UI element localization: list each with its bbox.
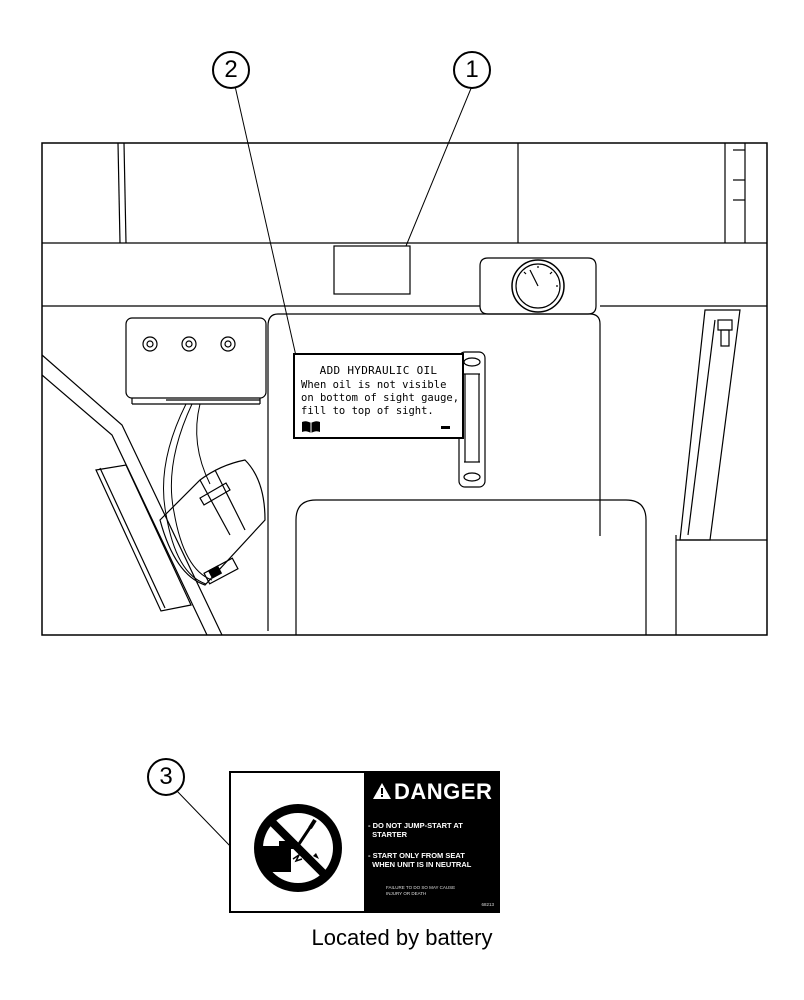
warning-triangle-icon: [373, 783, 391, 799]
pressure-gauge: [479, 257, 597, 315]
decal-part-mark: [441, 426, 450, 429]
starter: [159, 459, 266, 586]
danger-panel: DANGER - DO NOT JUMP-START AT STARTER - …: [364, 773, 498, 911]
danger-item-1: - DO NOT JUMP-START AT STARTER: [368, 821, 463, 839]
switch-box: [125, 317, 267, 405]
callout-1: 1: [453, 51, 491, 89]
no-jump-start-icon: [254, 804, 342, 892]
hydraulic-decal-line-1: When oil is not visible: [301, 379, 447, 391]
decal-location-1: [333, 245, 411, 295]
callout-2: 2: [212, 51, 250, 89]
leader-line-1: [405, 85, 473, 247]
sight-gauge: [458, 351, 486, 488]
right-post: [675, 309, 767, 635]
illustration-frame: [41, 142, 768, 636]
leader-line-3: [175, 789, 233, 849]
danger-decal: DANGER - DO NOT JUMP-START AT STARTER - …: [229, 771, 500, 913]
danger-heading: DANGER: [394, 779, 493, 804]
seat: [295, 499, 647, 635]
danger-part-code: 68213: [481, 902, 494, 907]
hydraulic-decal-line-2: on bottom of sight gauge,: [301, 392, 460, 404]
hydraulic-decal-title: ADD HYDRAULIC OIL: [319, 364, 438, 377]
add-hydraulic-oil-decal: ADD HYDRAULIC OIL When oil is not visibl…: [293, 353, 464, 439]
danger-item-2: - START ONLY FROM SEAT WHEN UNIT IS IN N…: [368, 851, 472, 869]
callout-3: 3: [147, 758, 185, 796]
operator-manual-book-icon: [302, 421, 320, 433]
leader-line-2: [234, 85, 297, 357]
danger-fine-print: FAILURE TO DO SO MAY CAUSE INJURY OR DEA…: [386, 885, 456, 896]
hydraulic-decal-line-3: fill to top of sight.: [301, 405, 434, 417]
location-caption: Located by battery: [311, 925, 493, 950]
